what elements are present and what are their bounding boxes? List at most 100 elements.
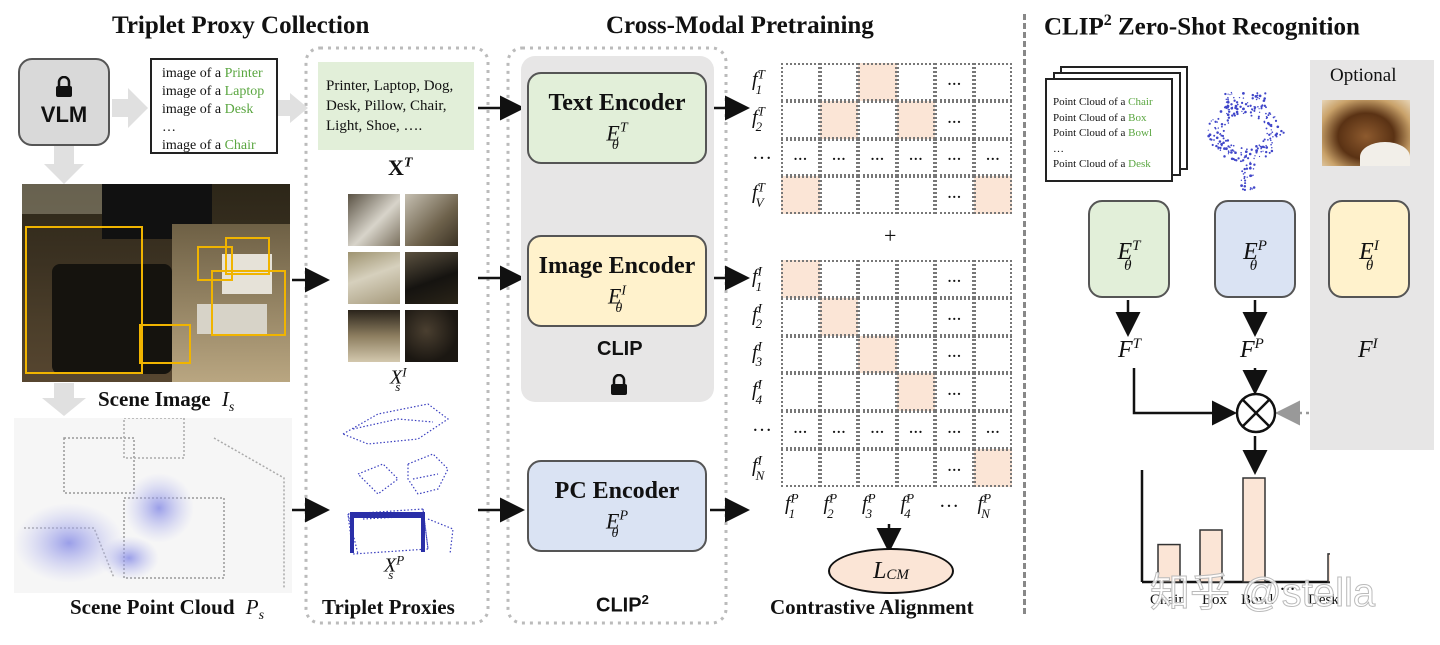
point (1227, 99, 1229, 101)
matrix-cell (781, 373, 820, 412)
point (1265, 115, 1268, 118)
matrix-cell (896, 63, 935, 101)
watermark: 知乎 @stella (1149, 571, 1376, 616)
plus-sign: + (884, 223, 897, 248)
matrix-cell: … (935, 176, 974, 215)
image-feature-label: … (752, 414, 772, 437)
point (1230, 103, 1233, 106)
matrix-cell: … (935, 297, 974, 336)
point (1213, 134, 1216, 137)
point (1249, 104, 1252, 107)
matrix-cell: … (935, 100, 974, 139)
bar-bowl (1242, 477, 1266, 583)
point (1229, 94, 1231, 96)
point (1265, 106, 1267, 109)
vlm-prompt-line: image of a Desk (162, 102, 254, 117)
vlm-prompt-line: image of a Printer (162, 66, 263, 81)
point (1226, 113, 1230, 117)
point (1232, 144, 1235, 147)
point (1220, 126, 1223, 128)
bar-desk (1327, 553, 1330, 583)
point (1264, 155, 1267, 158)
point (1268, 151, 1271, 154)
matrix-cell (819, 260, 858, 298)
point (1234, 104, 1238, 108)
point (1226, 119, 1229, 122)
point (1225, 98, 1228, 101)
point (1263, 97, 1266, 100)
point (1240, 152, 1242, 154)
point (1239, 105, 1242, 108)
point (1235, 159, 1238, 162)
scene-point-cloud (14, 418, 292, 593)
zs-feature-label: FP (1240, 336, 1264, 363)
point (1239, 160, 1242, 163)
point (1236, 112, 1239, 116)
point (1207, 129, 1209, 131)
vlm-prompt-line: image of a Chair (162, 138, 256, 153)
point (1282, 131, 1285, 134)
point (1220, 142, 1223, 146)
point (1222, 129, 1225, 132)
matrix-cell: … (935, 373, 974, 412)
point (1214, 120, 1217, 123)
point (1234, 151, 1237, 155)
point (1275, 132, 1279, 136)
point (1230, 151, 1233, 154)
point (1244, 155, 1247, 158)
point (1217, 127, 1219, 129)
point (1249, 188, 1251, 191)
matrix-cell: … (935, 411, 974, 449)
matrix-cell: … (858, 138, 897, 177)
matrix-cell (973, 297, 1012, 336)
matrix-cell (896, 100, 935, 139)
point (1265, 144, 1267, 147)
point (1236, 103, 1239, 106)
matrix-cell (973, 176, 1012, 215)
matrix-cell: … (935, 138, 974, 177)
matrix-cell (858, 63, 897, 101)
point (1249, 111, 1252, 114)
point (1217, 117, 1220, 120)
vocab-line: Desk, Pillow, Chair, (326, 98, 447, 114)
point (1244, 179, 1247, 182)
point (1262, 99, 1266, 102)
matrix-cell (819, 63, 858, 101)
point (1244, 111, 1246, 114)
point (1258, 94, 1262, 98)
gray-arrow-to-vlm (112, 88, 148, 128)
matrix-cell (973, 63, 1012, 101)
point (1227, 104, 1229, 106)
matrix-cell (858, 100, 897, 139)
zs-prompt-line: Point Cloud of a Chair (1053, 96, 1153, 108)
point (1255, 145, 1258, 148)
matrix-cell (973, 100, 1012, 139)
point (1268, 112, 1271, 115)
point (1260, 107, 1263, 110)
pc-proxy-clouds (341, 403, 454, 555)
matrix-cell (858, 176, 897, 215)
matrix-cell (858, 335, 897, 374)
point (1246, 148, 1248, 151)
matrix-cell: … (819, 411, 858, 449)
point (1243, 188, 1247, 192)
point (1245, 167, 1249, 170)
point (1252, 168, 1255, 170)
point (1250, 114, 1253, 117)
xt-label: XT (388, 155, 413, 180)
point (1223, 155, 1226, 158)
matrix-cell (819, 335, 858, 374)
point (1252, 186, 1256, 189)
matrix-cell (896, 260, 935, 298)
point (1233, 114, 1236, 117)
point (1225, 107, 1228, 110)
zs-prompt-line: Point Cloud of a Bowl (1053, 127, 1153, 139)
section-title-zero-shot: CLIP2 Zero-Shot Recognition (1044, 12, 1360, 41)
vlm-box: VLM (18, 58, 110, 146)
